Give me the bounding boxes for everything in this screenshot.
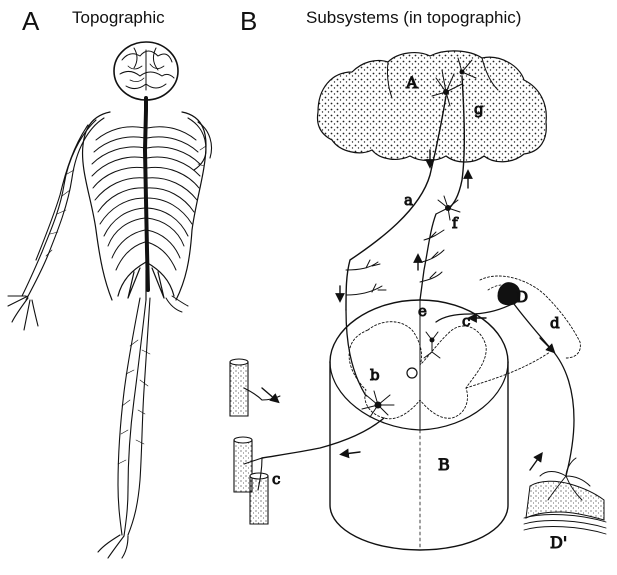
intercostal-nerves — [91, 126, 201, 271]
cortex-region — [316, 50, 547, 163]
spinal-cord — [142, 96, 150, 292]
brain — [113, 41, 179, 101]
label-f: f — [452, 214, 459, 232]
label-D: D — [516, 288, 528, 306]
ganglion-D — [479, 275, 581, 359]
collateral-branches — [345, 229, 445, 296]
dorsal-neurons — [423, 331, 441, 359]
panel-b-letter: B — [240, 6, 258, 36]
left-leg — [117, 297, 151, 537]
spinal-cord-cylinder — [329, 299, 509, 551]
right-leg-stub — [165, 295, 189, 313]
left-hand — [7, 295, 39, 331]
label-d: d — [550, 314, 560, 332]
label-g: g — [474, 100, 484, 118]
neuron-f — [419, 195, 461, 301]
panel-b-title: Subsystems (in topographic) — [306, 8, 522, 27]
central-canal — [406, 367, 418, 379]
descending-tract-a — [345, 95, 447, 311]
label-e: e — [418, 302, 427, 320]
cortical-neuron — [431, 57, 477, 107]
nervous-system-figure — [7, 41, 213, 559]
label-c: c — [462, 312, 470, 330]
right-arm — [187, 117, 213, 171]
foot — [97, 534, 129, 559]
label-D-prime: D' — [550, 533, 567, 552]
motor-neuron-b — [345, 309, 395, 418]
panel-a-title: Topographic — [72, 8, 165, 27]
label-A: A — [405, 73, 418, 92]
sacral-plexus — [117, 261, 175, 301]
label-B: B — [438, 455, 450, 474]
muscle-fibers — [229, 358, 281, 525]
label-a: a — [404, 191, 413, 209]
peripheral-sensory-fiber — [513, 303, 575, 477]
peripheral-nerve-branches — [45, 145, 207, 465]
label-c-lower: c — [272, 470, 280, 488]
label-b: b — [370, 366, 380, 384]
sensory-receptors-D-prime — [523, 457, 607, 535]
motor-axon — [261, 417, 385, 459]
grey-matter — [348, 321, 487, 420]
subsystems-schematic: A g a f e c D d b B c D' — [229, 50, 607, 553]
left-arm — [21, 117, 105, 301]
panel-a-letter: A — [22, 6, 40, 36]
